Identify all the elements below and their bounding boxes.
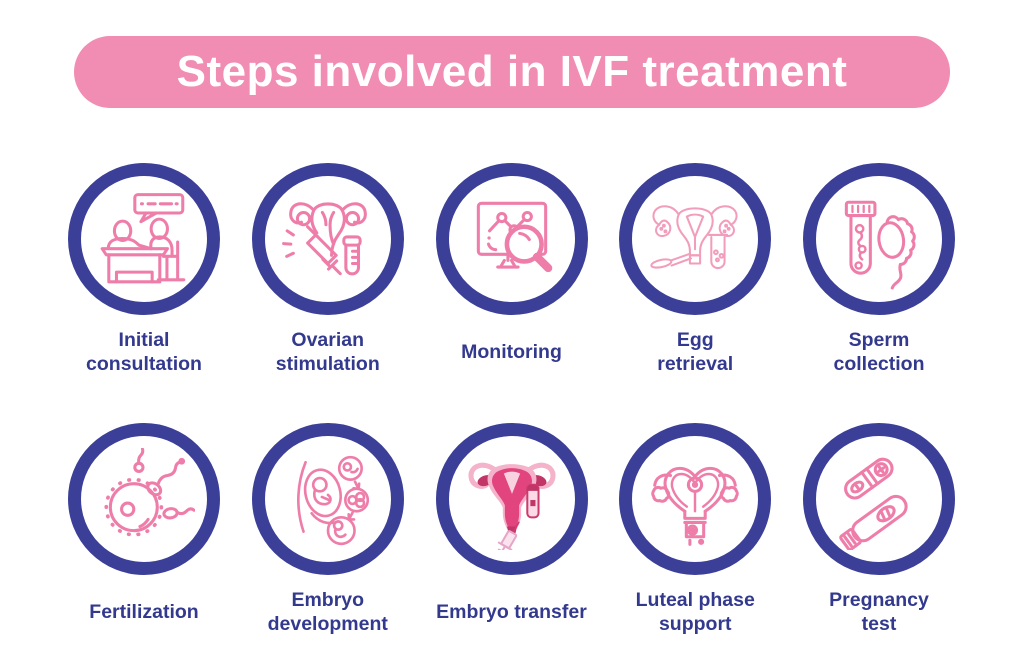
egg-retrieval-icon [650,205,738,270]
step-label: Ovarian stimulation [275,329,380,375]
sperm-collection-icon [844,200,916,290]
step-egg-retrieval: Egg retrieval [610,163,780,377]
step-embryo-transfer: Embryo transfer [427,423,597,637]
step-label: Pregnancy test [829,589,929,635]
title-banner: Steps involved in IVF treatment [74,36,950,108]
step-embryo-development: Embryo development [243,423,413,637]
steps-row-2: Fertilization [0,423,1024,637]
step-fertilization: Fertilization [59,423,229,637]
step-label: Embryo development [267,589,388,635]
step-label: Fertilization [89,601,199,623]
page-title: Steps involved in IVF treatment [176,47,848,96]
ovarian-stimulation-icon [281,202,367,276]
step-luteal-phase-support: Luteal phase support [610,423,780,637]
step-sperm-collection: Sperm collection [794,163,964,377]
step-circle [435,423,588,575]
consultation-icon [100,193,186,284]
step-circle [68,163,220,315]
embryo-development-icon [296,455,369,546]
step-circle [251,163,404,315]
step-ovarian-stimulation: Ovarian stimulation [243,163,413,377]
step-circle [803,423,955,575]
steps-row-1: Initial consultation [0,163,1024,377]
step-circle [619,423,772,575]
luteal-phase-support-icon [651,466,740,546]
step-label: Egg retrieval [657,329,734,375]
step-monitoring: Monitoring [427,163,597,377]
monitoring-icon [476,201,552,273]
step-pregnancy-test: Pregnancy test [794,423,964,637]
step-circle [251,423,404,575]
step-circle [435,163,588,315]
step-label: Monitoring [461,341,562,363]
step-circle [803,163,955,315]
step-label: Initial consultation [86,329,202,375]
step-label: Sperm collection [833,329,925,375]
step-circle [68,423,220,575]
step-label: Embryo transfer [436,601,587,623]
fertilization-icon [104,448,195,537]
step-label: Luteal phase support [635,589,755,635]
pregnancy-test-icon [839,457,908,550]
step-initial-consultation: Initial consultation [59,163,229,377]
step-circle [619,163,772,315]
embryo-transfer-icon [468,462,555,550]
